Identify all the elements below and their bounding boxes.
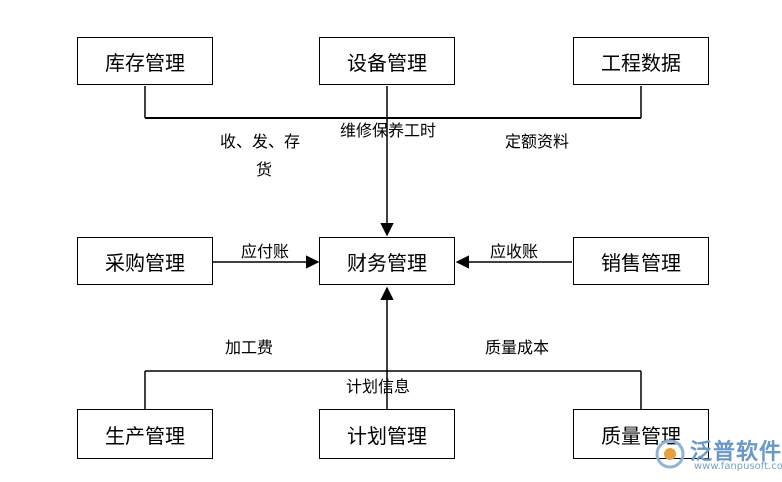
watermark-url: www.fanpusoft.com [694, 461, 782, 472]
label-payable: 应付账 [241, 242, 290, 261]
purchase-management-box[interactable]: 采购管理 [77, 237, 213, 285]
production-management-box[interactable]: 生产管理 [77, 409, 213, 459]
label-quota-data: 定额资料 [505, 132, 570, 151]
label-maintenance-hours: 维修保养工时 [340, 121, 437, 140]
fanpu-logo-icon [655, 439, 685, 469]
label-goods: 货 [256, 160, 273, 179]
equipment-management-box[interactable]: 设备管理 [319, 37, 455, 85]
finance-management-box[interactable]: 财务管理 [319, 237, 455, 285]
engineering-data-box[interactable]: 工程数据 [573, 37, 709, 85]
inventory-management-box[interactable]: 库存管理 [77, 37, 213, 85]
label-plan-info: 计划信息 [346, 377, 411, 396]
label-processing-fee: 加工费 [225, 338, 274, 357]
label-quality-cost: 质量成本 [485, 338, 550, 357]
planning-management-box[interactable]: 计划管理 [319, 409, 455, 459]
quality-management-box[interactable]: 质量管理 [573, 409, 709, 459]
sales-management-box[interactable]: 销售管理 [573, 237, 709, 285]
watermark-brand: 泛普软件 [690, 440, 782, 465]
label-receive-ship-store: 收、发、存 [220, 132, 301, 151]
label-receivable: 应收账 [490, 242, 539, 261]
